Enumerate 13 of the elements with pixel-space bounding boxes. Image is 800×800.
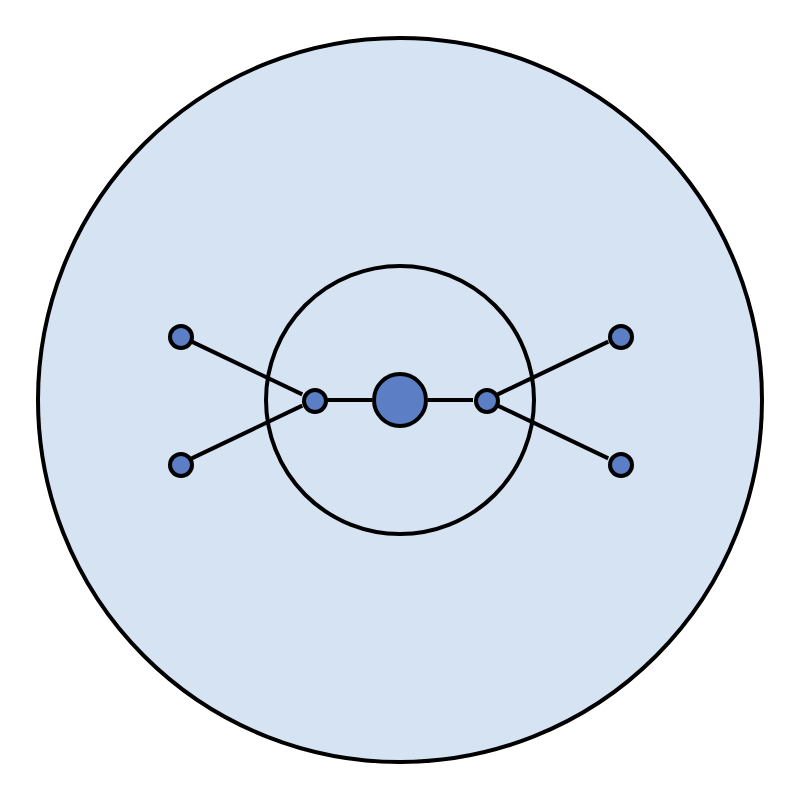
center-dot — [372, 372, 428, 428]
connector-line — [190, 403, 304, 461]
node-dot — [473, 387, 499, 413]
node-dot — [607, 323, 633, 349]
connector-line — [428, 398, 473, 402]
node-dot — [167, 323, 193, 349]
node-dot — [167, 451, 193, 477]
connector-line — [496, 339, 610, 397]
connector-line — [327, 398, 372, 402]
node-dot — [607, 451, 633, 477]
connector-line — [190, 339, 304, 397]
connector-line — [496, 403, 610, 461]
node-dot — [301, 387, 327, 413]
